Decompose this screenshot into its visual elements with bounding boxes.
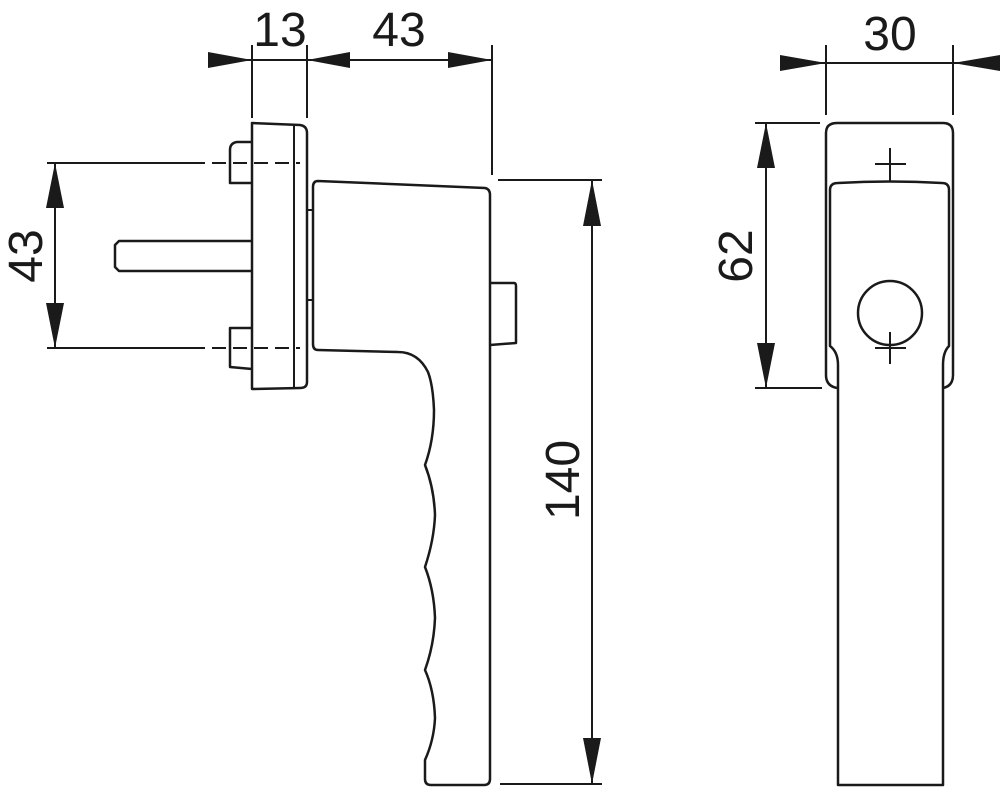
lever-front xyxy=(828,180,951,787)
rose-height-dimension: 62 xyxy=(710,122,822,389)
arrow-icon xyxy=(46,303,64,348)
screw-head-bottom xyxy=(228,326,253,371)
lever-handle xyxy=(311,179,492,787)
arrow-icon xyxy=(307,52,350,68)
lever-length-dimension: 140 xyxy=(498,179,602,785)
dim-width-label: 30 xyxy=(863,8,916,61)
dim-screw-spacing-label: 43 xyxy=(0,229,53,282)
top-dimension-chain: 13 43 xyxy=(208,4,493,175)
arrow-icon xyxy=(208,52,252,68)
arrow-icon xyxy=(583,738,601,784)
dim-rose-depth-label: 13 xyxy=(253,4,306,57)
arrow-icon xyxy=(448,52,492,68)
screw-center-mark-icon xyxy=(875,148,906,364)
width-dimension: 30 xyxy=(780,8,1000,115)
lock-button xyxy=(489,281,518,347)
arrow-icon xyxy=(953,55,1000,71)
side-view: 13 43 43 xyxy=(0,4,602,787)
screw-head-top xyxy=(228,140,252,185)
arrow-icon xyxy=(46,163,64,208)
dim-rose-height-label: 62 xyxy=(710,229,763,282)
dim-lever-offset-label: 43 xyxy=(372,4,425,57)
arrow-icon xyxy=(583,180,601,226)
rosette-front xyxy=(824,121,955,390)
square-spindle xyxy=(113,239,252,273)
arrow-icon xyxy=(757,123,775,168)
arrow-icon xyxy=(757,343,775,388)
screw-spacing-dimension: 43 xyxy=(0,162,300,349)
arrow-icon xyxy=(780,55,826,71)
front-view: 30 62 xyxy=(710,8,1000,787)
dim-lever-length-label: 140 xyxy=(537,440,590,520)
rosette xyxy=(250,121,309,391)
